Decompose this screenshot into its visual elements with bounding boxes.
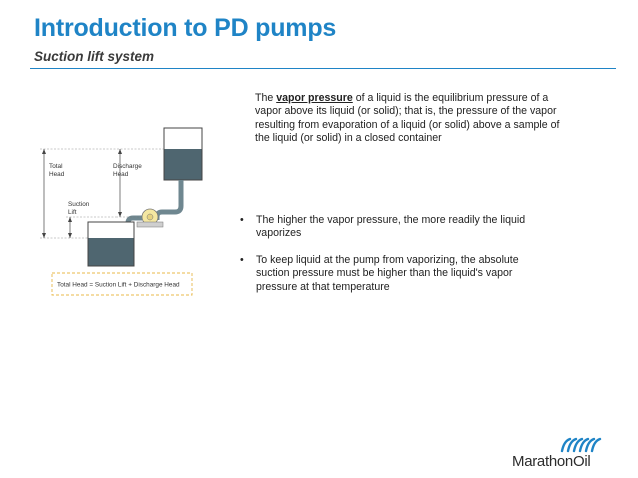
- equation-text: Total Head = Suction Lift + Discharge He…: [57, 282, 180, 289]
- bullet-marker: •: [240, 214, 244, 226]
- equation-box: [51, 272, 193, 296]
- suction-lift-label-1: Suction: [68, 201, 90, 208]
- definition-term: vapor pressure: [276, 92, 353, 104]
- suction-lift-label-2: Lift: [68, 209, 77, 216]
- slide-title: Introduction to PD pumps: [34, 14, 337, 42]
- discharge-tank-liquid: [164, 149, 202, 180]
- bullet-2-line-3: pressure at that temperature: [256, 280, 390, 293]
- bullet-marker: •: [240, 253, 244, 266]
- discharge-head-label-1: Discharge: [113, 163, 142, 170]
- definition-line-2: vapor above its liquid (or solid); that …: [255, 105, 557, 118]
- bullet-item: • The higher the vapor pressure, the mor…: [238, 214, 538, 241]
- pump-base: [136, 221, 164, 228]
- logo-wordmark: MarathonOil: [512, 453, 591, 470]
- marathon-oil-logo: MarathonOil: [512, 436, 604, 472]
- definition-line-3: resulting from evaporation of a liquid (…: [255, 118, 560, 131]
- pump-eye: [146, 213, 154, 221]
- bullet-1-line-2: vaporizes: [256, 227, 302, 240]
- definition-line-1: The vapor pressure of a liquid is the eq…: [255, 92, 565, 105]
- total-head-label-1: Total: [49, 163, 63, 170]
- suction-tank-liquid: [88, 238, 134, 266]
- bullet-list: • The higher the vapor pressure, the mor…: [238, 214, 538, 307]
- marathon-wave-mark-icon: [560, 437, 602, 453]
- discharge-pipe: [154, 180, 184, 220]
- bullet-1-line-1: The higher the vapor pressure, the more …: [256, 214, 526, 226]
- slide-subtitle: Suction lift system: [34, 49, 155, 64]
- diagram-svg: Total Head Discharge Head Suction Lift T…: [40, 127, 203, 296]
- bullet-2-line-1: To keep liquid at the pump from vaporizi…: [256, 253, 519, 266]
- definition-line1-rest: of a liquid is the equilibrium pressure …: [352, 92, 549, 104]
- bullet-item: • To keep liquid at the pump from vapori…: [238, 254, 538, 294]
- discharge-head-label-2: Head: [113, 171, 129, 178]
- bullet-2-line-2: suction pressure must be higher than the…: [256, 267, 513, 280]
- definition-line-4: the liquid (or solid) in a closed contai…: [255, 132, 442, 145]
- definition-lead: The: [255, 92, 274, 104]
- total-head-label-2: Head: [49, 171, 65, 178]
- vapor-pressure-definition: The vapor pressure of a liquid is the eq…: [255, 92, 565, 146]
- suction-lift-diagram: Total Head Discharge Head Suction Lift T…: [36, 120, 206, 305]
- title-divider: [30, 68, 616, 69]
